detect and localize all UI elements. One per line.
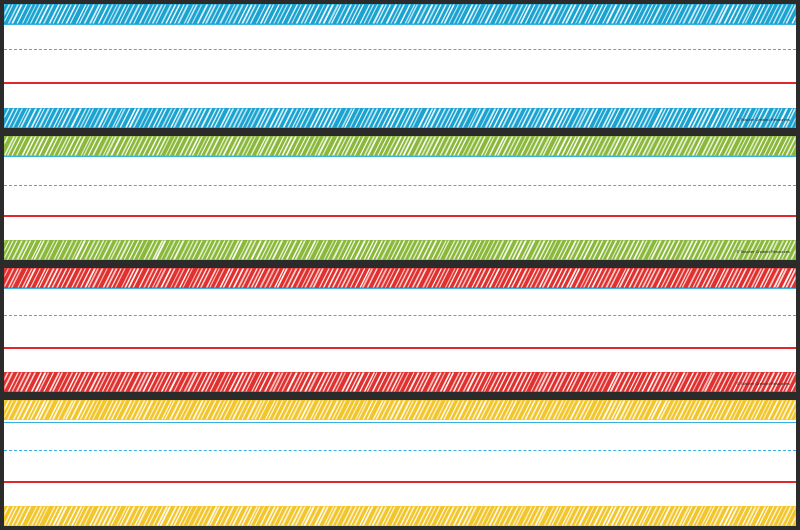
scribble-band-bottom [4,506,796,526]
baseline-red [4,347,796,349]
scribble-band-top [4,4,796,24]
copyright-text: © Teacher Created Resources [736,381,790,386]
scribble-band-top [4,136,796,156]
baseline-red [4,215,796,217]
name-plate-yellow [4,400,796,526]
scribble-band-top [4,268,796,288]
scribble-band-bottom [4,108,796,128]
baseline-red [4,82,796,84]
midline-dashed [4,450,796,451]
copyright-text: © Teacher Created Resources [736,117,790,122]
scribble-pattern [4,268,796,288]
scribble-pattern [4,400,796,420]
midline-dashed [4,185,796,186]
top-guide-line [4,288,796,289]
scribble-pattern [4,372,796,392]
midline-dashed [4,49,796,50]
top-guide-line [4,156,796,157]
name-plate-red: © Teacher Created Resources [4,268,796,392]
top-guide-line [4,422,796,423]
scribble-pattern [4,136,796,156]
baseline-red [4,481,796,483]
midline-dashed [4,315,796,316]
scribble-band-top [4,400,796,420]
name-plate-blue: © Teacher Created Resources [4,4,796,128]
scribble-pattern [4,506,796,526]
copyright-text: © Teacher Created Resources [736,249,790,254]
scribble-pattern [4,108,796,128]
scribble-pattern [4,4,796,24]
name-plate-green: © Teacher Created Resources [4,136,796,260]
top-guide-line [4,24,796,25]
scribble-band-bottom [4,372,796,392]
scribble-pattern [4,240,796,260]
scribble-band-bottom [4,240,796,260]
